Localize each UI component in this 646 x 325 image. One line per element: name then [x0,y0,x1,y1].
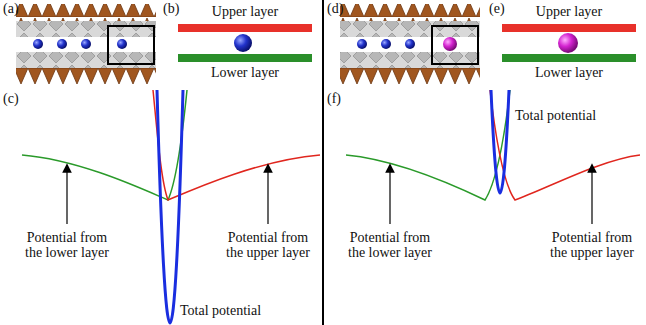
text-label: Upper layer [180,4,310,19]
text-label: Potential from the upper layer [226,230,310,260]
text-label: Total potential [515,108,635,123]
text-label: Lower layer [180,65,310,80]
panel-label: (e) [489,1,505,16]
panel-label: (a) [3,1,19,16]
panel-label: (c) [3,91,19,106]
text-label: Lower layer [504,65,634,80]
crystal-structure [340,4,480,85]
panel-label: (f) [327,91,341,106]
panel-label: (b) [163,1,179,16]
text-label: Upper layer [504,4,634,19]
crystal-structure [16,4,156,85]
text-label: Potential from the upper layer [550,230,634,260]
text-label: Total potential [180,303,300,318]
panel-label: (d) [327,1,343,16]
text-label: Potential from the lower layer [25,230,109,260]
text-label: Potential from the lower layer [348,230,432,260]
